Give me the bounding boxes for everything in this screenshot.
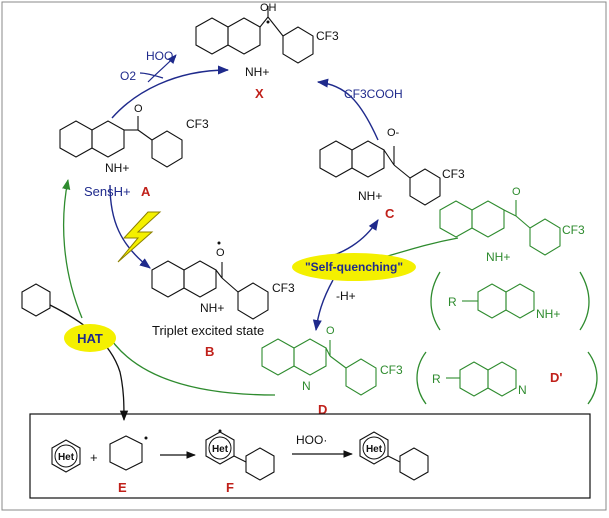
lightning-icon: [117, 211, 162, 263]
d-n-label: N: [302, 379, 311, 393]
arrow-to-d: [312, 279, 334, 332]
e-compound-label: E: [118, 480, 127, 495]
arrow-hoo-release: [147, 54, 177, 83]
paren-right-dprime: [587, 351, 598, 405]
b-cf3-label: CF3: [272, 281, 295, 295]
cyclohexyl-radical-dot: [144, 436, 148, 440]
paren-right-r: [579, 271, 590, 331]
o2-label: O2: [120, 69, 136, 83]
self-quenching-label: "Self-quenching": [305, 260, 403, 274]
x-cf3-label: CF3: [316, 29, 339, 43]
d-o-label: O: [326, 325, 335, 337]
outer-frame: [1, 1, 607, 511]
c-o-label: O-: [387, 127, 400, 139]
plus-sign: +: [90, 450, 98, 465]
green-nh-label: NH+: [486, 250, 510, 264]
x-nh-label: NH+: [245, 65, 269, 79]
x-compound-label: X: [255, 86, 264, 101]
het-ring-1: [51, 439, 81, 473]
arrow-c-to-x: [316, 78, 379, 141]
hat-bubble: [64, 324, 116, 352]
a-compound-label: A: [141, 184, 151, 199]
hoo-top-label: HOO·: [146, 49, 177, 63]
d-cf3-label: CF3: [380, 363, 403, 377]
het-ring-product: [359, 431, 429, 481]
paren-left-r: [430, 271, 441, 331]
molecule-r-isoquinolinium: [462, 283, 535, 319]
green-o-label: O: [512, 186, 521, 198]
arrow-cyclohexane-to-e: [49, 304, 129, 422]
hoo-bottom-label: HOO·: [296, 433, 327, 447]
arrow-x-to-a: [111, 65, 230, 119]
paren-left-dprime: [416, 351, 427, 405]
arrow-hat-to-a: [62, 178, 83, 319]
x-radical-dot: [266, 20, 270, 24]
dprime-n-label: N: [518, 383, 527, 397]
arrow-a-to-b: [109, 184, 151, 269]
cyclohexyl-radical: [109, 435, 143, 471]
molecule-c: [319, 140, 441, 206]
c-nh-label: NH+: [358, 189, 382, 203]
molecule-green: [439, 200, 561, 256]
dprime-r-label: R: [432, 372, 441, 386]
het-f-label: Het: [212, 444, 229, 455]
molecule-d-prime: [446, 361, 517, 397]
minus-h-label: -H+: [336, 289, 356, 303]
b-o-label: O: [216, 247, 225, 259]
a-sens-label: SensH+: [84, 184, 131, 199]
cyclohexane-reactant: [21, 283, 51, 317]
r-nh-label: NH+: [536, 307, 560, 321]
reaction-box: [29, 413, 591, 499]
b-compound-label: B: [205, 344, 214, 359]
cf3cooh-label: CF3COOH: [344, 87, 403, 101]
x-oh-label: OH: [260, 2, 277, 14]
hat-label: HAT: [77, 331, 103, 346]
molecule-b: [151, 260, 269, 320]
a-o-label: O: [134, 103, 143, 115]
b-caption: Triplet excited state: [152, 323, 264, 338]
a-nh-label: NH+: [105, 161, 129, 175]
green-cf3-label: CF3: [562, 223, 585, 237]
self-quenching-bubble: [292, 253, 416, 281]
het-1-label: Het: [58, 452, 75, 463]
arrow-o2-in: [139, 72, 164, 79]
c-cf3-label: CF3: [442, 167, 465, 181]
f-radical-dot: [218, 429, 222, 433]
arrow-d-to-hat: [104, 329, 276, 396]
d-compound-label: D: [318, 402, 327, 417]
a-cf3-label: CF3: [186, 117, 209, 131]
b-nh-label: NH+: [200, 301, 224, 315]
molecule-x: [195, 6, 314, 64]
het-product-label: Het: [366, 444, 383, 455]
molecule-a: [59, 116, 183, 168]
het-ring-f: [205, 431, 275, 481]
r-group-label: R: [448, 295, 457, 309]
molecule-d: [261, 338, 377, 396]
b-radical-dot: [217, 241, 221, 245]
c-compound-label: C: [385, 206, 395, 221]
dprime-compound-label: D': [550, 370, 562, 385]
f-compound-label: F: [226, 480, 234, 495]
